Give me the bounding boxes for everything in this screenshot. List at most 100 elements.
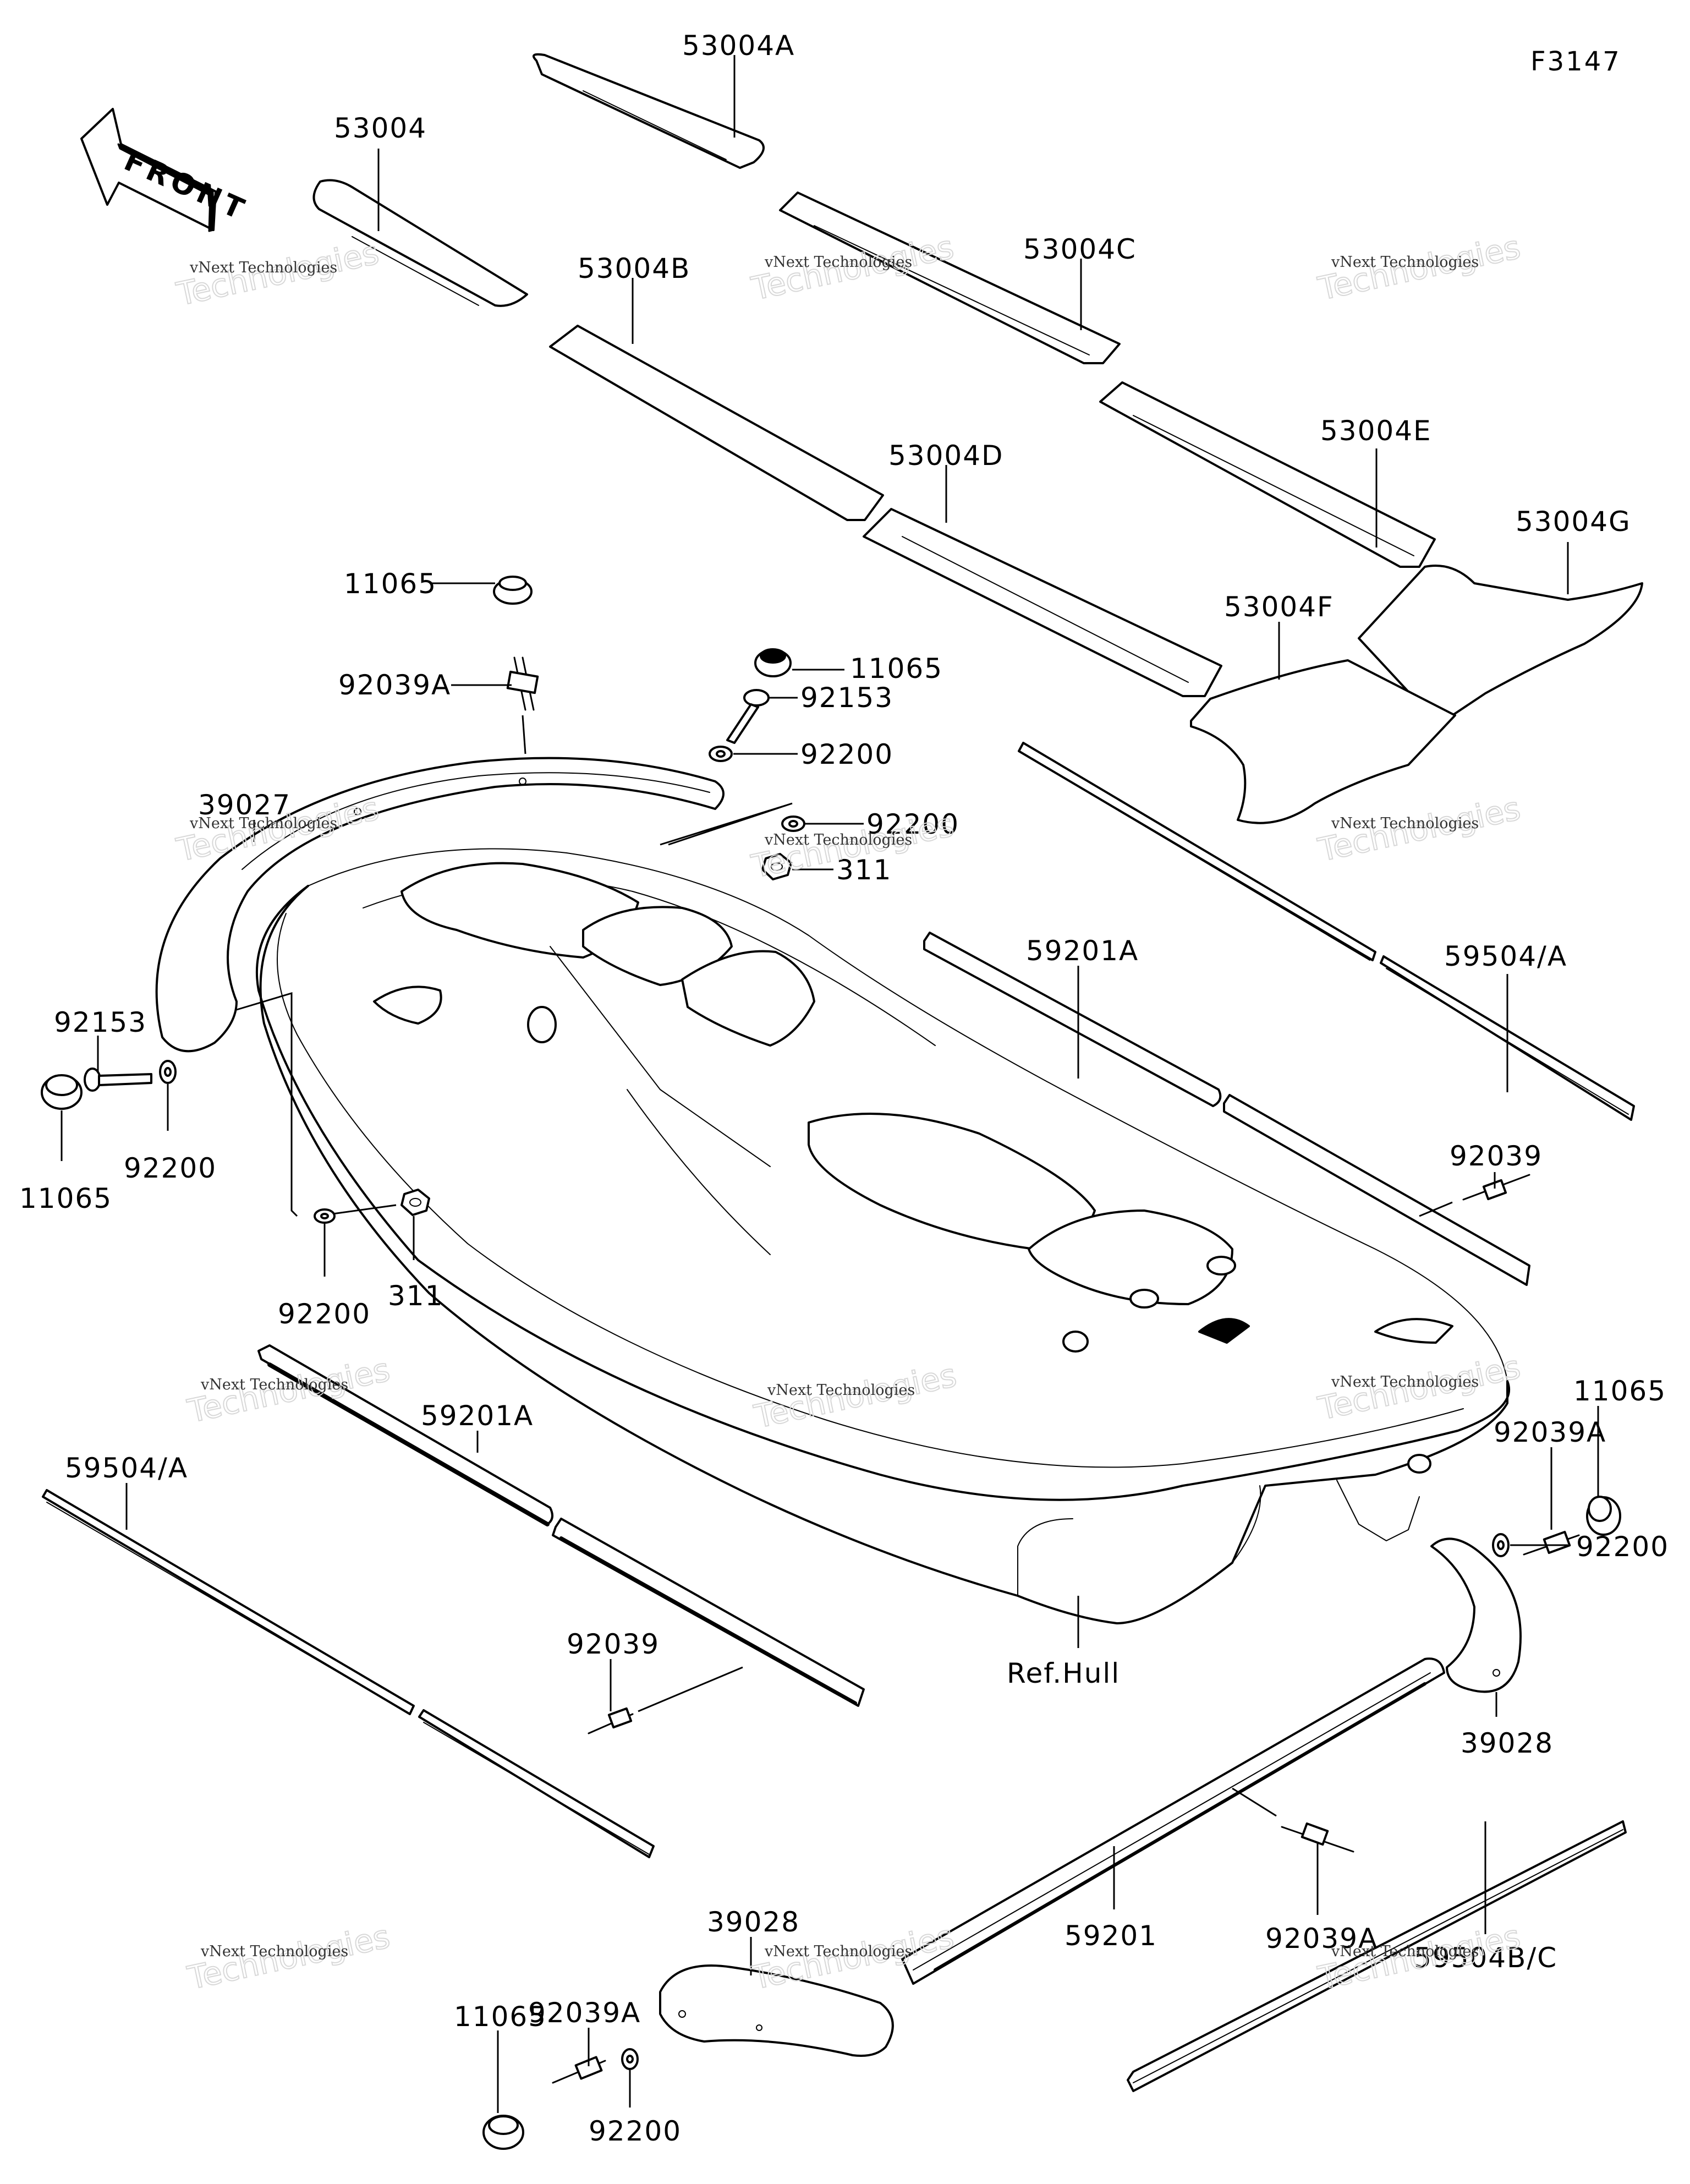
bolt-92153-mid <box>726 689 770 744</box>
bumper-39028-rr <box>1430 1537 1522 1693</box>
label-92153-left: 92153 <box>54 1006 147 1038</box>
washer-92200-low <box>314 1208 336 1224</box>
label-53004G: 53004G <box>1516 506 1631 538</box>
svg-text:vNext Technologies: vNext Technologies <box>200 1376 348 1393</box>
strip-59504BC <box>1127 1820 1627 2092</box>
washer-92200-rr <box>1492 1533 1510 1557</box>
label-59504A-left: 59504/A <box>65 1452 188 1484</box>
hull <box>256 848 1511 1624</box>
front-arrow-icon: FRONT <box>80 108 253 232</box>
svg-text:vNext Technologies: vNext Technologies <box>189 815 337 832</box>
label-92200-bl: 92200 <box>589 2115 682 2147</box>
rivet-92039A-br <box>1232 1787 1354 1853</box>
cap-11065-left <box>41 1074 83 1110</box>
nut-311-low <box>400 1189 430 1216</box>
label-59504A-right: 59504/A <box>1444 940 1567 972</box>
svg-text:vNext Technologies: vNext Technologies <box>767 1382 915 1399</box>
watermark: Technologies vNext Technologies <box>1314 228 1524 308</box>
strip-59201A-right-b <box>1223 1094 1530 1286</box>
svg-text:vNext Technologies: vNext Technologies <box>1331 815 1479 832</box>
label-92039A-top: 92039A <box>338 669 451 701</box>
label-92039-right: 92039 <box>1450 1140 1543 1172</box>
svg-text:vNext Technologies: vNext Technologies <box>764 831 912 849</box>
svg-text:vNext Technologies: vNext Technologies <box>189 259 337 276</box>
svg-text:vNext Technologies: vNext Technologies <box>200 1943 348 1960</box>
strip-59201A-left-a <box>257 1344 553 1526</box>
watermark: Technologies vNext Technologies <box>184 1917 394 1997</box>
mat-53004G <box>1358 565 1643 716</box>
cap-11065-rr <box>1586 1496 1621 1536</box>
strip-59201A-right-a <box>923 932 1222 1107</box>
label-92039A-br: 92039A <box>1265 1923 1378 1955</box>
label-53004: 53004 <box>334 112 427 144</box>
label-11065-left: 11065 <box>19 1183 112 1214</box>
svg-text:vNext Technologies: vNext Technologies <box>764 1943 912 1960</box>
watermark: Technologies vNext Technologies <box>750 1356 961 1436</box>
label-92200-low: 92200 <box>278 1298 371 1330</box>
figure-code: F3147 <box>1530 46 1621 77</box>
svg-text:vNext Technologies: vNext Technologies <box>1331 1373 1479 1391</box>
label-92200-left: 92200 <box>124 1152 217 1184</box>
mat-53004C <box>779 191 1121 364</box>
label-11065-top: 11065 <box>344 568 437 600</box>
nut-311-mid <box>761 853 792 880</box>
cap-11065-bl <box>482 2115 524 2150</box>
mat-53004A <box>533 53 765 169</box>
label-39028-bl: 39028 <box>707 1906 800 1938</box>
svg-text:vNext Technologies: vNext Technologies <box>1331 254 1479 271</box>
label-53004F: 53004F <box>1224 591 1334 623</box>
label-311-mid: 311 <box>836 854 892 886</box>
mat-53004 <box>312 179 528 307</box>
label-11065-bl: 11065 <box>454 2001 547 2033</box>
rivet-92039-left <box>588 1666 743 1734</box>
bolt-92153-left <box>84 1068 152 1092</box>
label-92153-mid: 92153 <box>800 682 893 714</box>
label-59201: 59201 <box>1065 1920 1157 1952</box>
label-53004D: 53004D <box>888 440 1004 472</box>
svg-text:vNext Technologies: vNext Technologies <box>1331 1943 1479 1960</box>
rivet-92039A-bl <box>552 2056 606 2084</box>
rivet-92039-right <box>1419 1174 1530 1217</box>
watermark: Technologies vNext Technologies <box>1314 789 1524 869</box>
cap-11065-mid <box>754 648 792 677</box>
rivet-92039A-rr <box>1523 1530 1580 1556</box>
strip-59504A-left-a <box>42 1489 415 1715</box>
watermark: Technologies vNext Technologies <box>173 233 383 314</box>
label-39027: 39027 <box>198 789 291 821</box>
label-53004A: 53004A <box>682 30 795 62</box>
strip-59504A-left-b <box>418 1709 655 1858</box>
label-53004E: 53004E <box>1320 415 1432 447</box>
mat-53004E <box>1099 381 1436 568</box>
label-ref-hull: Ref.Hull <box>1007 1657 1120 1689</box>
mat-53004B <box>549 325 884 521</box>
bumper-39028-bl <box>659 1964 894 2057</box>
mat-53004D <box>863 508 1222 697</box>
label-92200-rr: 92200 <box>1576 1531 1669 1563</box>
label-311-low: 311 <box>388 1280 443 1312</box>
label-92200-mid: 92200 <box>800 738 893 770</box>
strip-59201 <box>901 1657 1445 1985</box>
washer-92200-mid2 <box>781 815 805 832</box>
label-59201A-right: 59201A <box>1026 935 1139 967</box>
label-59504BC: 59504B/C <box>1414 1942 1557 1974</box>
label-11065-mid: 11065 <box>850 653 943 685</box>
label-39028-rr: 39028 <box>1461 1727 1554 1759</box>
cap-11065-top <box>493 576 533 605</box>
label-92200-mid2: 92200 <box>866 808 959 840</box>
washer-92200-bl <box>621 2048 639 2070</box>
label-92039-left: 92039 <box>567 1628 660 1660</box>
svg-text:vNext Technologies: vNext Technologies <box>764 254 912 271</box>
bumper-39027 <box>155 757 725 1053</box>
mat-53004F <box>1190 659 1456 824</box>
label-53004B: 53004B <box>578 253 690 284</box>
rivet-92039A-top <box>506 656 539 754</box>
washer-92200-left <box>159 1060 177 1084</box>
leader-lines <box>61 55 1599 2113</box>
label-92039A-bl: 92039A <box>528 1997 641 2029</box>
label-59201A-left: 59201A <box>421 1400 534 1432</box>
label-11065-rr: 11065 <box>1573 1375 1666 1407</box>
strip-59201A-left-b <box>552 1518 865 1707</box>
washer-92200-mid <box>709 746 733 762</box>
strip-59504A-right-a <box>1018 742 1376 961</box>
